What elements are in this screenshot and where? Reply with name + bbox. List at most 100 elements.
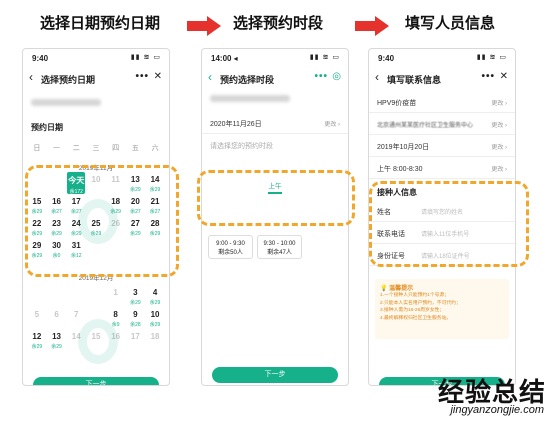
section-title: 预约日期 xyxy=(31,123,63,132)
phone-field[interactable]: 联系电话 请输入11位手机号 xyxy=(369,222,515,244)
status-time: 14:00 ◂ xyxy=(211,54,238,63)
change-link[interactable]: 更改 › xyxy=(491,167,507,173)
vaccine-row[interactable]: HPV9价疫苗 更改 › xyxy=(369,91,515,113)
close-icon[interactable]: ✕ xyxy=(153,71,162,82)
calendar-day[interactable]: 7 xyxy=(74,310,79,319)
status-time: 9:40 xyxy=(378,54,395,63)
weekday-label: 二 xyxy=(72,145,80,152)
change-link[interactable]: 更改 › xyxy=(491,145,507,151)
tab-morning[interactable]: 上午 xyxy=(202,180,348,194)
status-bar: 9:40 ▮▮ ≋ ▭ xyxy=(23,49,169,67)
status-bar: 9:40 ▮▮ ≋ ▭ xyxy=(369,49,515,67)
change-link[interactable]: 更改 › xyxy=(491,123,507,129)
more-icon[interactable]: ••• xyxy=(481,71,495,82)
day-quota: 余0 xyxy=(52,253,61,259)
day-quota: 余29 xyxy=(149,231,161,237)
time-slot-1[interactable]: 9:00 - 9:30 剩余50人 xyxy=(208,235,253,259)
weekday-label: 六 xyxy=(151,145,159,152)
close-icon[interactable]: ✕ xyxy=(499,71,508,82)
name-field[interactable]: 姓名 请填写您的姓名 xyxy=(369,200,515,222)
calendar-day[interactable]: 11 xyxy=(111,175,120,184)
calendar-day[interactable]: 6 xyxy=(54,310,59,319)
more-icon[interactable]: ••• xyxy=(135,71,149,82)
calendar-day-today[interactable]: 今天余172 xyxy=(67,172,86,195)
target-icon[interactable]: ◎ xyxy=(332,71,341,82)
back-icon[interactable]: ‹ xyxy=(29,70,33,84)
tips-box: 💡 温馨提示 1.一个接种人只能预约1个号源； 2.只能本人实名用户预约，不可代… xyxy=(375,279,509,339)
back-icon[interactable]: ‹ xyxy=(375,70,379,84)
weekday-header: 日一二三四五六 xyxy=(23,143,169,153)
next-button[interactable]: 下一步 xyxy=(379,377,505,385)
day-quota: 余29 xyxy=(51,231,62,237)
selected-date: 2019年10月20日 xyxy=(377,144,430,151)
date-row[interactable]: 2019年10月20日 更改 › xyxy=(369,135,515,157)
calendar-day[interactable]: 1 xyxy=(113,288,118,297)
slot-placeholder: 请选择您的预约时段 xyxy=(210,143,273,150)
clinic-name: 北京通州某某医疗社区卫生服务中心 xyxy=(377,123,474,129)
clinic-row[interactable]: 北京通州某某医疗社区卫生服务中心 更改 › xyxy=(369,113,515,135)
slot-time: 9:00 - 9:30 xyxy=(216,241,245,247)
date-row[interactable]: 2020年11月26日 更改 › xyxy=(202,112,348,134)
calendar-day[interactable]: 10 xyxy=(91,175,101,184)
day-quota: 余29 xyxy=(130,300,141,306)
phone-placeholder: 请输入11位手机号 xyxy=(421,232,470,238)
blurred-clinic-name xyxy=(210,95,290,102)
day-quota: 余29 xyxy=(31,344,43,350)
calendar-day[interactable]: 5 xyxy=(34,310,40,319)
nav-bar: ‹ 选择预约日期 ••• ✕ xyxy=(23,67,169,91)
slot-remaining: 剩余47人 xyxy=(267,250,292,256)
page-title: 选择预约日期 xyxy=(41,75,96,85)
next-button[interactable]: 下一步 xyxy=(33,377,159,385)
change-link[interactable]: 更改 › xyxy=(491,101,507,107)
page-title: 预约选择时段 xyxy=(220,75,275,85)
change-link[interactable]: 更改 › xyxy=(324,122,340,128)
day-quota: 余12 xyxy=(70,253,82,259)
time-slot-2[interactable]: 9:30 - 10:00 剩余47人 xyxy=(257,235,302,259)
phone-select-date: 9:40 ▮▮ ≋ ▭ ‹ 选择预约日期 ••• ✕ 预约日期 日一二三四五六 … xyxy=(22,48,170,386)
weekday-label: 一 xyxy=(53,145,61,152)
more-icon[interactable]: ••• xyxy=(314,71,328,82)
id-field[interactable]: 身份证号 请输入18位证件号 xyxy=(369,244,515,266)
day-quota: 余9 xyxy=(111,322,120,328)
calendar-day[interactable]: 17 xyxy=(130,332,140,341)
name-placeholder: 请填写您的姓名 xyxy=(421,210,464,216)
tip-line: 1.一个接种人只能预约1个号源； xyxy=(380,293,450,298)
back-icon[interactable]: ‹ xyxy=(208,70,212,84)
day-quota: 余29 xyxy=(31,253,43,259)
calendar-day[interactable]: 18 xyxy=(150,332,160,341)
step-title-fill-info: 填写人员信息 xyxy=(405,15,496,32)
status-icons: ▮▮ ≋ ▭ xyxy=(130,54,161,61)
day-quota: 余27 xyxy=(130,209,141,215)
slot-row[interactable]: 上午 8:00-8:30 更改 › xyxy=(369,157,515,179)
day-quota: 余29 xyxy=(130,187,141,193)
next-button[interactable]: 下一步 xyxy=(212,367,338,383)
calendar-day xyxy=(28,172,46,194)
status-icons: ▮▮ ≋ ▭ xyxy=(476,54,507,61)
calendar-day[interactable]: 14 xyxy=(71,332,81,341)
phone-select-slot: 14:00 ◂ ▮▮ ≋ ▭ ‹ 预约选择时段 ••• ◎ 2020年11月26… xyxy=(201,48,349,386)
